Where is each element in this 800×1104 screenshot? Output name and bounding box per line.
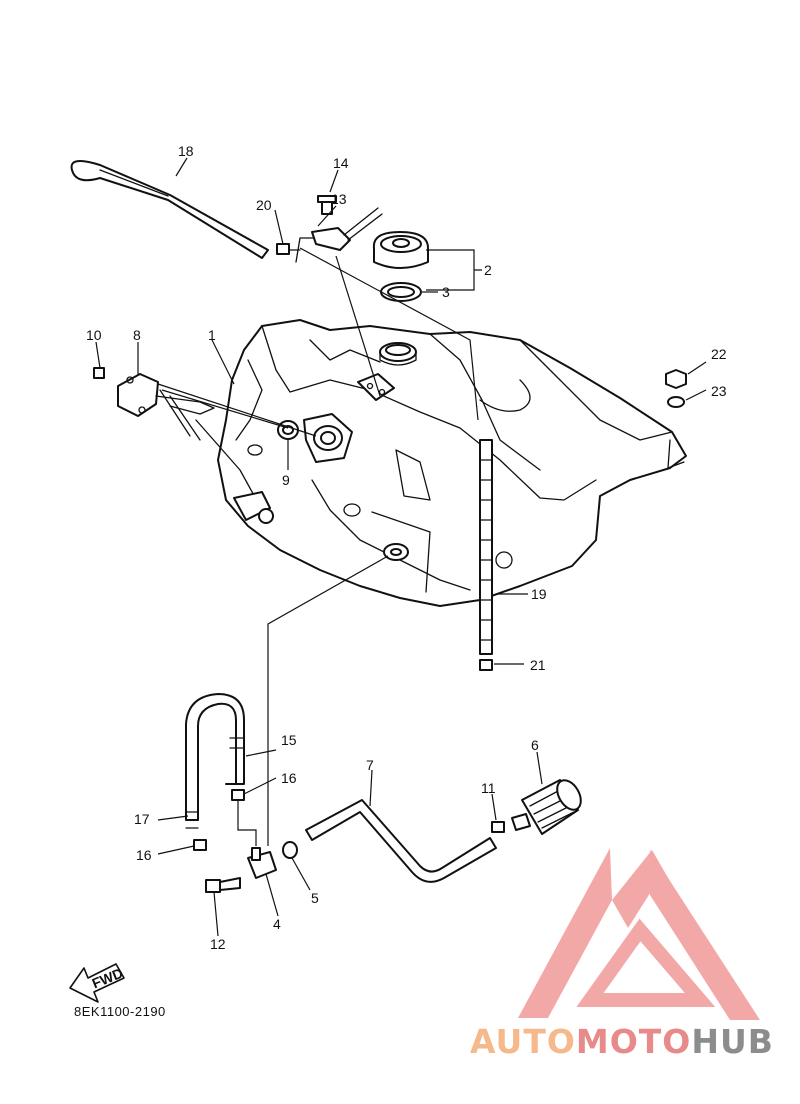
- fuel-hose-7: [305, 799, 497, 883]
- leader-lines: [95, 157, 707, 846]
- callout-5: 5: [311, 890, 319, 906]
- fuel-filter-6: [511, 779, 582, 835]
- fuel-cap-2: [372, 231, 429, 269]
- callout-labels: 1 2 3 4 5 6 7 8 9 10 11 12 13 14 15 16 1…: [86, 143, 727, 952]
- callout-16-lower: 16: [136, 847, 152, 863]
- callout-4: 4: [273, 916, 281, 932]
- brand-part-hub: HUB: [691, 1022, 774, 1061]
- watermark-brand: AUTOMOTOHUB: [470, 1022, 774, 1061]
- fwd-label: FWD: [90, 965, 126, 992]
- callout-14: 14: [333, 155, 349, 171]
- bolt-14: [317, 195, 337, 215]
- tank-outlet: [383, 543, 409, 561]
- callout-2: 2: [484, 262, 492, 278]
- cap-bracket-plate: [357, 373, 395, 401]
- callout-10: 10: [86, 327, 102, 343]
- callout-6: 6: [531, 737, 539, 753]
- callout-3: 3: [442, 284, 450, 300]
- forward-arrow-icon: FWD: [69, 963, 126, 1003]
- callout-8: 8: [133, 327, 141, 343]
- callout-19: 19: [531, 586, 547, 602]
- callout-21: 21: [530, 657, 546, 673]
- gasket-3: [380, 282, 422, 302]
- callout-23: 23: [711, 383, 727, 399]
- leader-lines-lower: [157, 749, 543, 937]
- callout-11: 11: [481, 780, 496, 796]
- callout-18: 18: [178, 143, 194, 159]
- fuel-tank-1: [217, 319, 687, 607]
- breather-fitting-13: [311, 207, 383, 251]
- cap-21: [479, 659, 493, 671]
- callout-20: 20: [256, 197, 272, 213]
- brand-part-auto: AUTO: [470, 1022, 576, 1061]
- callout-13: 13: [331, 191, 347, 207]
- washer-23: [667, 396, 685, 408]
- watermark-logo-icon: [518, 848, 760, 1020]
- hose-clip-16a: [231, 789, 245, 801]
- clip-5: [282, 841, 298, 859]
- clip-11: [491, 821, 505, 833]
- drain-hose-19: [479, 439, 493, 655]
- bolt-10: [93, 367, 105, 379]
- callout-15: 15: [281, 732, 297, 748]
- hose-clip-20: [276, 237, 319, 263]
- callout-1: 1: [208, 327, 216, 343]
- callout-12: 12: [210, 936, 226, 952]
- brand-part-moto: MOTO: [575, 1022, 692, 1061]
- callout-17: 17: [134, 811, 150, 827]
- callout-7: 7: [366, 757, 374, 773]
- filler-neck: [379, 342, 417, 366]
- hose-clip-16b: [193, 839, 207, 851]
- grommet-9: [277, 420, 299, 440]
- fuel-cock-4: [247, 847, 277, 879]
- fuel-hose-15-17: [185, 693, 245, 829]
- fuel-sender-8: [117, 373, 274, 524]
- nut-22: [665, 369, 687, 389]
- callout-16-upper: 16: [281, 770, 297, 786]
- diagram-code: 8EK1100-2190: [74, 1004, 166, 1019]
- bolt-12: [205, 877, 241, 893]
- callout-22: 22: [711, 346, 727, 362]
- breather-hose-18: [70, 160, 269, 259]
- callout-9: 9: [282, 472, 290, 488]
- sender-opening: [303, 413, 353, 463]
